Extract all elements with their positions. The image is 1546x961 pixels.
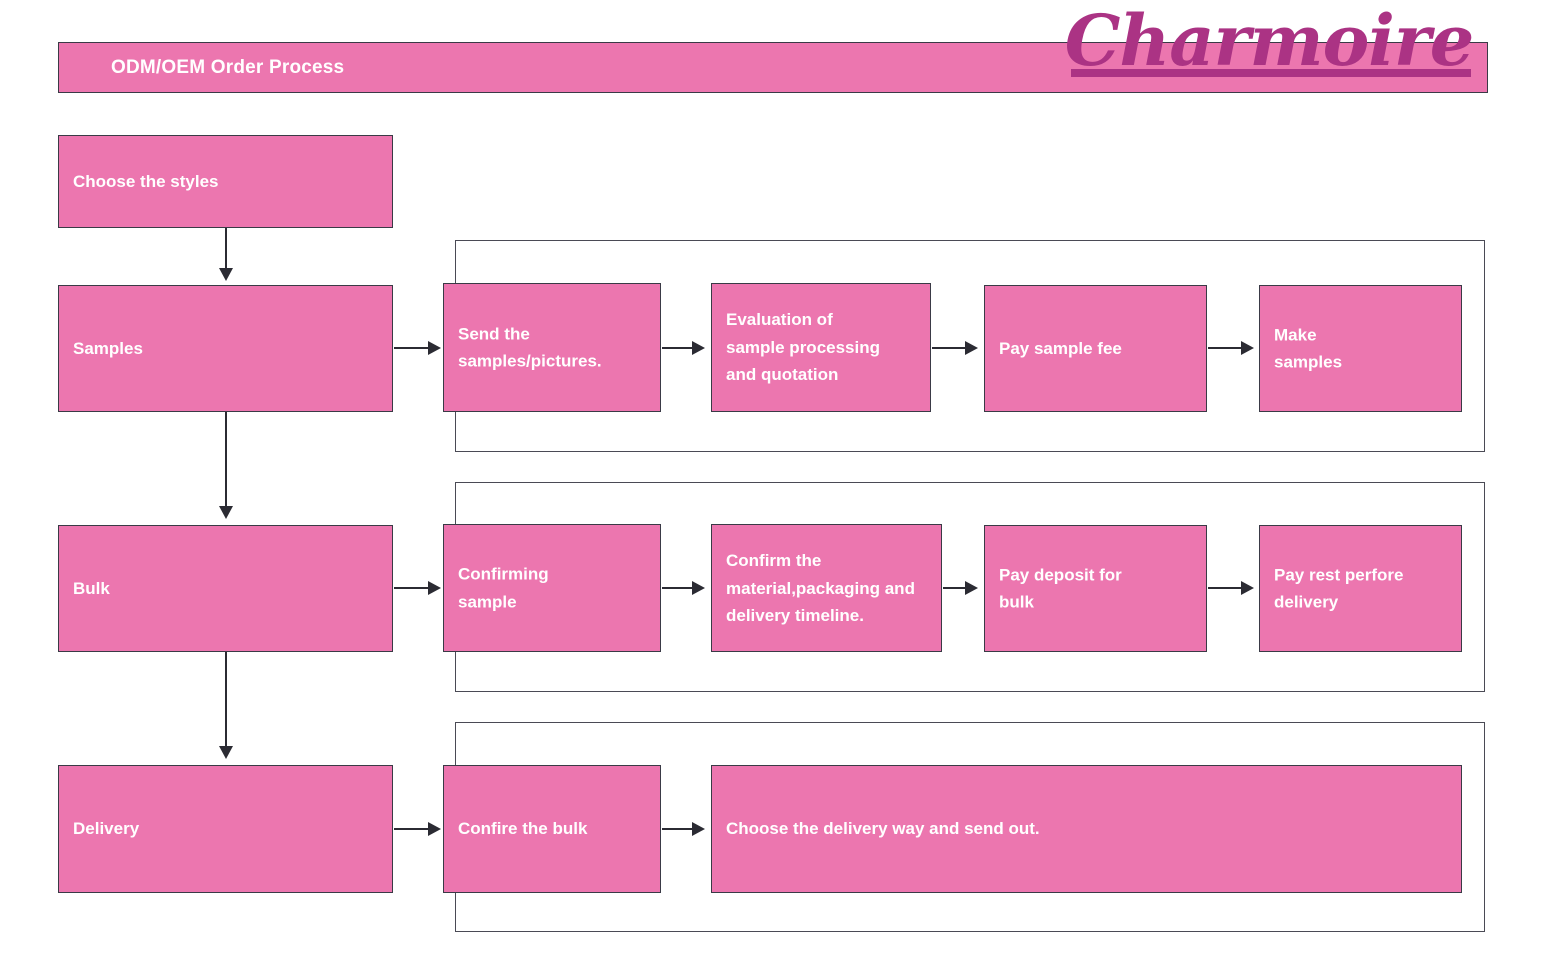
node-choose-the-styles[interactable]: Choose the styles: [58, 135, 393, 228]
arrowhead-bulk-to-step1: [428, 581, 441, 595]
node-label: Samples: [73, 338, 143, 358]
node-label: Confirming sample: [458, 564, 549, 611]
node-label: Confire the bulk: [458, 819, 588, 839]
node-label: Make samples: [1274, 324, 1343, 372]
node-pay-sample-fee[interactable]: Pay sample fee: [984, 285, 1207, 412]
node-bulk[interactable]: Bulk: [58, 525, 393, 652]
connector-s2-step1-to-step2: [662, 587, 694, 589]
connector-s3-step1-to-step2: [662, 828, 694, 830]
connector-bulk-to-delivery: [225, 652, 227, 752]
node-label: Evaluation of sample processing and quot…: [726, 310, 881, 385]
arrowhead-delivery-to-step1: [428, 822, 441, 836]
arrowhead-s1-step2-to-step3: [965, 341, 978, 355]
connector-s1-step3-to-step4: [1208, 347, 1242, 349]
arrowhead-start-to-samples: [219, 268, 233, 281]
title-bar: ODM/OEM Order Process: [58, 42, 1488, 93]
arrowhead-s2-step2-to-step3: [965, 581, 978, 595]
connector-s1-step2-to-step3: [932, 347, 966, 349]
node-choose-delivery-way-send-out[interactable]: Choose the delivery way and send out.: [711, 765, 1462, 893]
node-send-samples-pictures[interactable]: Send the samples/pictures.: [443, 283, 661, 412]
arrowhead-s2-step1-to-step2: [692, 581, 705, 595]
connector-start-to-samples: [225, 228, 227, 275]
arrowhead-samples-to-step1: [428, 341, 441, 355]
node-label: Choose the delivery way and send out.: [726, 819, 1040, 839]
node-label: Bulk: [73, 578, 110, 598]
node-label: Pay rest perfore delivery: [1274, 564, 1404, 612]
node-evaluation-of-sample-processing[interactable]: Evaluation of sample processing and quot…: [711, 283, 931, 412]
node-label: Delivery: [73, 819, 140, 839]
arrowhead-bulk-to-delivery: [219, 746, 233, 759]
connector-s2-step2-to-step3: [943, 587, 968, 589]
node-samples[interactable]: Samples: [58, 285, 393, 412]
node-label: Confirm the material,packaging and deliv…: [726, 551, 915, 626]
node-confirm-material-packaging-delivery[interactable]: Confirm the material,packaging and deliv…: [711, 524, 942, 652]
arrowhead-samples-to-bulk: [219, 506, 233, 519]
node-label: Choose the styles: [73, 171, 219, 191]
node-make-samples[interactable]: Make samples: [1259, 285, 1462, 412]
connector-s2-step3-to-step4: [1208, 587, 1242, 589]
arrowhead-s3-step1-to-step2: [692, 822, 705, 836]
node-label: Pay deposit for bulk: [999, 564, 1122, 612]
connector-delivery-to-step1: [394, 828, 430, 830]
connector-bulk-to-step1: [394, 587, 430, 589]
node-pay-deposit-for-bulk[interactable]: Pay deposit for bulk: [984, 525, 1207, 652]
node-label: Send the samples/pictures.: [458, 323, 602, 371]
node-pay-rest-before-delivery[interactable]: Pay rest perfore delivery: [1259, 525, 1462, 652]
page-title: ODM/OEM Order Process: [111, 56, 345, 78]
connector-samples-to-bulk: [225, 412, 227, 512]
arrowhead-s2-step3-to-step4: [1241, 581, 1254, 595]
node-confirming-sample[interactable]: Confirming sample: [443, 524, 661, 652]
node-confirm-the-bulk[interactable]: Confire the bulk: [443, 765, 661, 893]
node-delivery[interactable]: Delivery: [58, 765, 393, 893]
connector-samples-to-step1: [394, 347, 430, 349]
connector-s1-step1-to-step2: [662, 347, 694, 349]
arrowhead-s1-step3-to-step4: [1241, 341, 1254, 355]
arrowhead-s1-step1-to-step2: [692, 341, 705, 355]
node-label: Pay sample fee: [999, 338, 1122, 358]
